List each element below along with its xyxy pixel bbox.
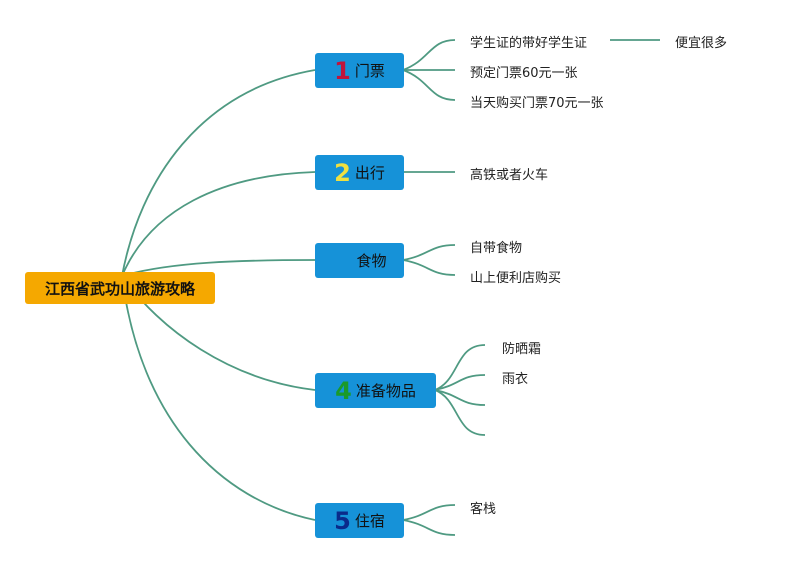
leaf-1-3[interactable]: 当天购买门票70元一张: [470, 96, 604, 111]
leaf-2-1[interactable]: 高铁或者火车: [470, 168, 549, 183]
connector-1-a: [402, 39, 456, 71]
connector-4-d: [434, 389, 486, 436]
connector-root-branch-5: [121, 275, 316, 521]
branch-number-2: 2: [334, 158, 351, 187]
leaf-4-2[interactable]: 雨衣: [502, 372, 529, 387]
leaf-4-1[interactable]: 防晒霜: [502, 342, 542, 357]
connector-4-c: [434, 389, 486, 406]
connector-3-b: [402, 259, 456, 276]
connector-root-branch-3: [121, 259, 316, 277]
connector-4-a: [434, 344, 486, 391]
leaf-3-2[interactable]: 山上便利店购买: [470, 271, 562, 286]
root-node[interactable]: 江西省武功山旅游攻略: [25, 272, 215, 304]
branch-label-1: 门票: [354, 62, 385, 80]
branch-node-5[interactable]: 5 住宿: [315, 503, 404, 538]
branch-label-5: 住宿: [354, 512, 385, 530]
branch-label-4: 准备物品: [355, 382, 416, 400]
connector-1-c: [402, 69, 456, 101]
connector-5-b: [402, 519, 456, 536]
connector-root-branch-2: [121, 171, 316, 277]
connector-5-a: [402, 504, 456, 521]
connector-root-branch-1: [121, 69, 316, 277]
leaf-3-1[interactable]: 自带食物: [470, 241, 523, 256]
leaf-1-1[interactable]: 学生证的带好学生证: [470, 36, 588, 51]
leaf-1-1-note[interactable]: 便宜很多: [675, 36, 728, 51]
leaf-1-2[interactable]: 预定门票60元一张: [470, 66, 578, 81]
root-label: 江西省武功山旅游攻略: [44, 279, 195, 298]
connector-4-b: [434, 374, 486, 391]
branch-number-1: 1: [334, 56, 351, 85]
branch-label-2: 出行: [354, 164, 385, 182]
branch-number-4: 4: [335, 376, 352, 405]
leaf-5-1[interactable]: 客栈: [470, 502, 497, 517]
branch-node-3[interactable]: 食物: [315, 243, 404, 278]
branch-node-1[interactable]: 1 门票: [315, 53, 404, 88]
branch-number-5: 5: [334, 506, 351, 535]
connector-3-a: [402, 244, 456, 261]
branch-node-4[interactable]: 4 准备物品: [315, 373, 436, 408]
branch-node-2[interactable]: 2 出行: [315, 155, 404, 190]
branch-label-3: 食物: [356, 252, 387, 270]
